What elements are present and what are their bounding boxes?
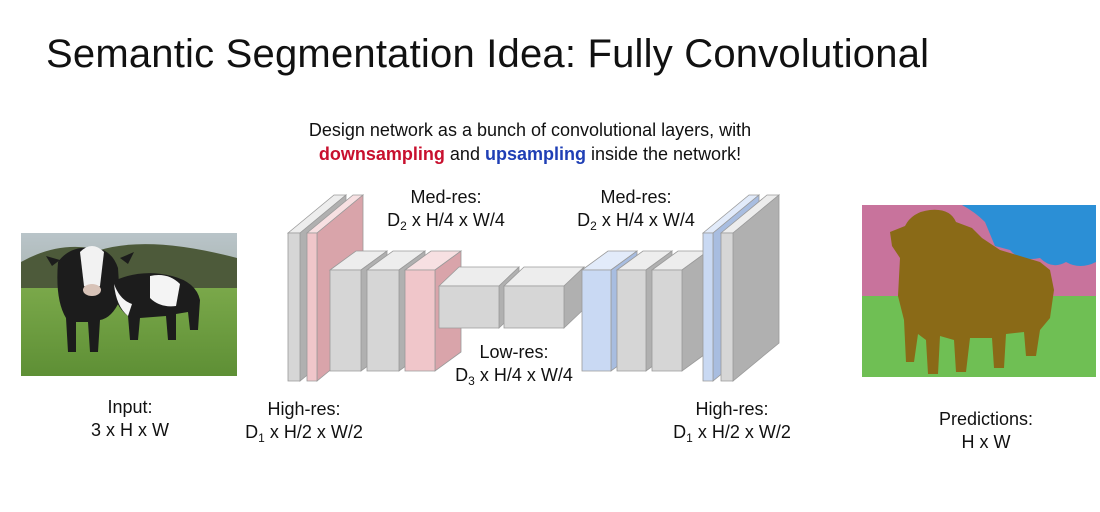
med-res-left-title: Med-res:: [410, 187, 482, 207]
subtitle-and: and: [444, 144, 485, 164]
input-label-title: Input:: [107, 397, 153, 417]
cow-1: [46, 246, 134, 352]
high-res-left-dims: D1 x H/2 x W/2: [245, 422, 363, 445]
block-mr-right-3: [650, 250, 710, 372]
med-res-left-dims: D2 x H/4 x W/4: [387, 210, 505, 233]
subtitle-upsampling: upsampling: [484, 144, 586, 164]
slide-title: Semantic Segmentation Idea: Fully Convol…: [46, 32, 930, 76]
high-res-right-label: High-res: D1 x H/2 x W/2: [652, 398, 812, 444]
cow-2: [112, 273, 200, 340]
predictions-label-dims: H x W: [961, 432, 1011, 452]
input-label: Input: 3 x H x W: [70, 396, 190, 442]
med-res-right-label: Med-res: D2 x H/4 x W/4: [546, 186, 726, 232]
input-label-dims: 3 x H x W: [90, 420, 169, 440]
predictions-label: Predictions: H x W: [916, 408, 1056, 454]
high-res-right-title: High-res:: [695, 399, 769, 419]
block-hr-right-2: [719, 194, 781, 382]
subtitle-downsampling: downsampling: [318, 144, 445, 164]
slide-subtitle: Design network as a bunch of convolution…: [210, 118, 850, 166]
low-res-dims: D3 x H/4 x W/4: [455, 365, 573, 388]
low-res-label: Low-res: D3 x H/4 x W/4: [424, 341, 604, 387]
network-blocks: [286, 194, 781, 382]
low-res-title: Low-res:: [479, 342, 549, 362]
high-res-left-label: High-res: D1 x H/2 x W/2: [224, 398, 384, 444]
predictions-map: [862, 205, 1096, 377]
predictions-label-title: Predictions:: [938, 409, 1034, 429]
med-res-left-label: Med-res: D2 x H/4 x W/4: [356, 186, 536, 232]
med-res-right-title: Med-res:: [600, 187, 672, 207]
input-photo: [21, 233, 237, 376]
subtitle-line1: Design network as a bunch of convolution…: [308, 120, 752, 140]
block-lr-2: [502, 266, 586, 329]
subtitle-rest: inside the network!: [585, 144, 742, 164]
high-res-right-dims: D1 x H/2 x W/2: [673, 422, 791, 445]
high-res-left-title: High-res:: [267, 399, 341, 419]
med-res-right-dims: D2 x H/4 x W/4: [577, 210, 695, 233]
